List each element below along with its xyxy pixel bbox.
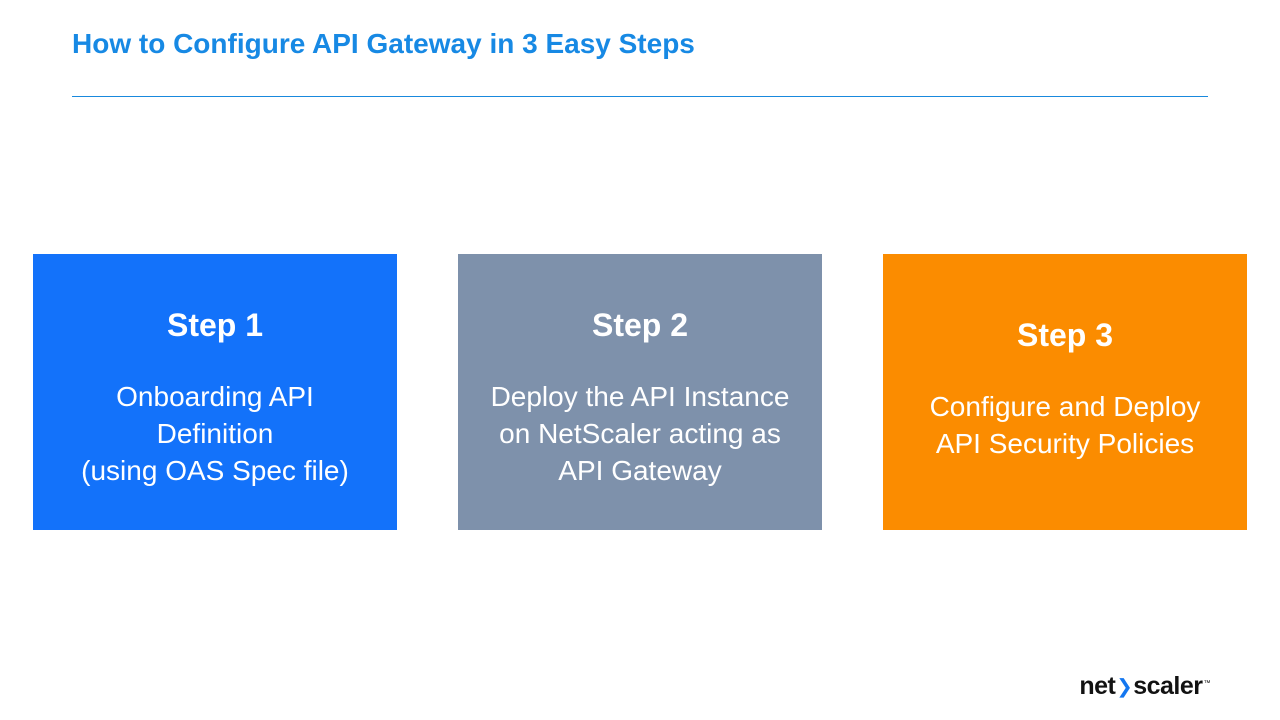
step-2-description: Deploy the API Instance on NetScaler act… (490, 381, 790, 486)
chevron-right-icon: ❯ (1116, 675, 1133, 698)
logo-net-text: net (1079, 672, 1116, 700)
step-2-heading: Step 2 (591, 307, 689, 343)
logo-scaler-text: scaler (1133, 672, 1203, 700)
step-3-heading: Step 3 (1016, 317, 1114, 353)
step-1-heading: Step 1 (166, 307, 264, 343)
page-title: How to Configure API Gateway in 3 Easy S… (72, 28, 695, 59)
step-1-card: Step 1 Onboarding API Definition (using … (33, 254, 397, 530)
netscaler-logo: net ❯ scaler ™ (1079, 672, 1210, 700)
title-divider (72, 96, 1208, 97)
steps-row: Step 1 Onboarding API Definition (using … (0, 254, 1280, 530)
step-3-description: Configure and Deploy API Security Polici… (929, 391, 1201, 459)
trademark-symbol: ™ (1203, 680, 1211, 687)
step-1-description: Onboarding API Definition (using OAS Spe… (81, 381, 349, 486)
step-2-card: Step 2 Deploy the API Instance on NetSca… (458, 254, 822, 530)
step-3-card: Step 3 Configure and Deploy API Security… (883, 254, 1247, 530)
